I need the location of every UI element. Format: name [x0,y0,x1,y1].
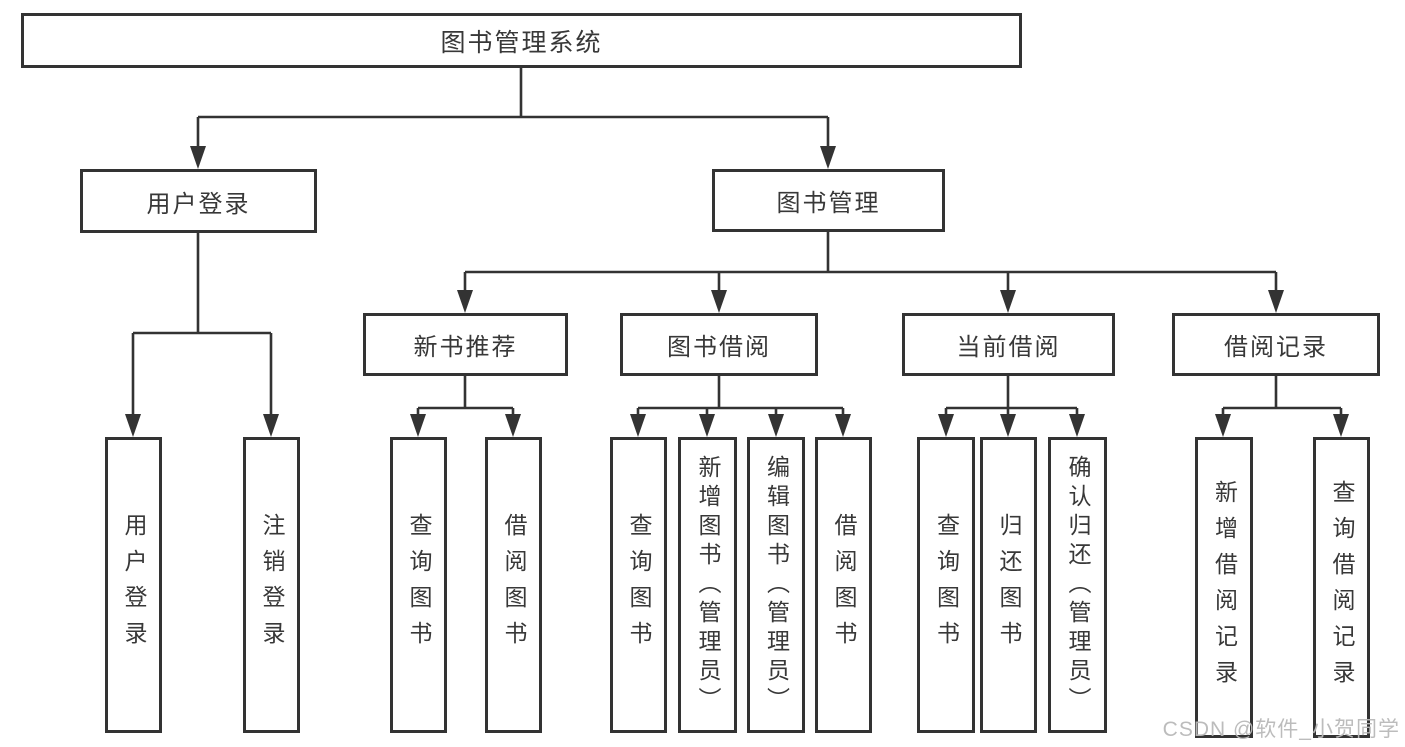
leaf-rec-query-books-label: 查询图书 [406,513,432,657]
leaf-logout: 注销登录 [243,437,300,733]
leaf-rec-borrow-books-label: 借阅图书 [501,513,527,657]
node-borrow-records-label: 借阅记录 [1224,334,1328,361]
leaf-bb-borrow-books-label: 借阅图书 [831,513,857,657]
leaf-cb-return-books: 归还图书 [980,437,1037,733]
leaf-rec-query-books: 查询图书 [390,437,447,733]
leaf-bb-edit-books-admin-label: 编辑图书（管理员） [763,454,790,716]
leaf-br-add-record: 新增借阅记录 [1195,437,1253,738]
node-current-borrow-label: 当前借阅 [956,334,1061,361]
leaf-cb-query-books: 查询图书 [917,437,975,733]
node-book-management: 图书管理 [712,169,945,232]
node-book-management-label: 图书管理 [776,190,881,217]
leaf-bb-add-books-admin: 新增图书（管理员） [678,437,737,733]
node-book-borrow-label: 图书借阅 [667,334,771,361]
leaf-bb-borrow-books: 借阅图书 [815,437,872,733]
leaf-bb-query-books-label: 查询图书 [626,513,652,657]
leaf-cb-return-books-label: 归还图书 [996,513,1022,657]
node-new-book-recommend: 新书推荐 [363,313,568,376]
node-root-label: 图书管理系统 [440,28,603,57]
leaf-bb-add-books-admin-label: 新增图书（管理员） [695,454,721,716]
csdn-watermark: CSDN @软件_小贺同学 [1162,718,1400,741]
leaf-logout-label: 注销登录 [259,513,285,657]
leaf-br-query-record-label: 查询借阅记录 [1329,479,1355,696]
node-borrow-records: 借阅记录 [1172,313,1380,376]
leaf-cb-confirm-return-admin-label: 确认归还（管理员） [1065,454,1091,716]
leaf-cb-confirm-return-admin: 确认归还（管理员） [1048,437,1107,733]
leaf-rec-borrow-books: 借阅图书 [485,437,542,733]
node-current-borrow: 当前借阅 [902,313,1115,376]
node-book-borrow: 图书借阅 [620,313,818,376]
leaf-cb-query-books-label: 查询图书 [933,513,960,657]
node-user-login-label: 用户登录 [146,190,251,218]
leaf-user-login-label: 用户登录 [121,513,147,657]
node-user-login: 用户登录 [80,169,317,233]
leaf-bb-query-books: 查询图书 [610,437,667,733]
leaf-bb-edit-books-admin: 编辑图书（管理员） [747,437,805,733]
node-root: 图书管理系统 [21,13,1022,68]
leaf-br-query-record: 查询借阅记录 [1313,437,1370,738]
node-new-book-recommend-label: 新书推荐 [413,334,518,361]
leaf-br-add-record-label: 新增借阅记录 [1211,479,1238,696]
leaf-user-login: 用户登录 [105,437,162,733]
